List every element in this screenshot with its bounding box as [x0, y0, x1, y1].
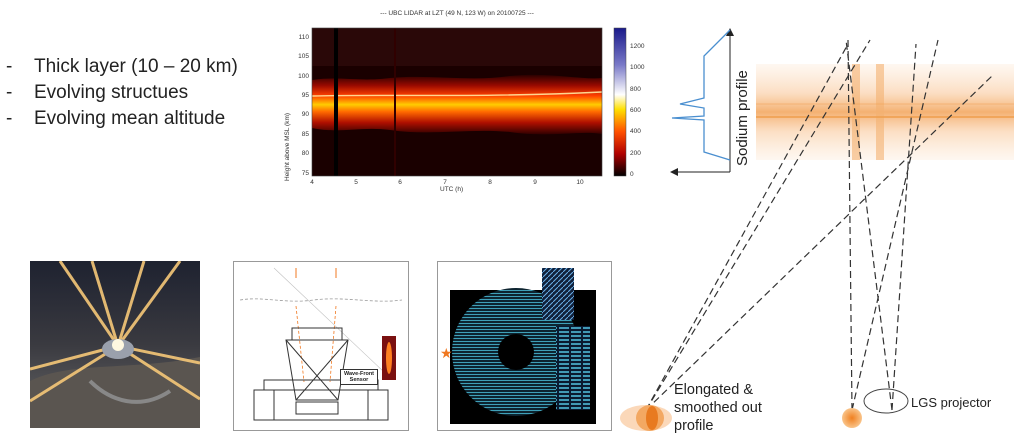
bullet-text: Evolving structues [34, 82, 189, 103]
telescope-wfs-diagram: Wave-Front Sensor [233, 261, 409, 431]
elongated-profile-label: Elongated & smoothed out profile [674, 382, 762, 434]
y-tick: 80 [302, 150, 310, 157]
bullet-text: Evolving mean altitude [34, 108, 226, 129]
x-tick: 6 [398, 179, 402, 186]
x-tick: 9 [533, 179, 537, 186]
x-tick: 5 [354, 179, 358, 186]
bullet-item: -Evolving mean altitude [6, 108, 226, 129]
lidar-title: --- UBC LIDAR at LZT (49 N, 123 W) on 20… [380, 10, 534, 17]
colorbar [613, 27, 627, 177]
bullet-item: -Thick layer (10 – 20 km) [6, 56, 238, 77]
laser-beams [645, 39, 993, 411]
colorbar-tick: 800 [630, 86, 641, 93]
bullet-item: -Evolving structues [6, 82, 189, 103]
x-tick: 8 [488, 179, 492, 186]
y-tick: 90 [302, 111, 310, 118]
y-tick: 105 [298, 53, 309, 60]
star-icon: ★ [440, 345, 453, 361]
colorbar-tick: 400 [630, 128, 641, 135]
lidar-plot: 110 105 100 95 90 85 80 75 4 5 6 7 8 9 1… [280, 6, 656, 196]
sodium-profile-curve [671, 29, 731, 161]
lgs-projector-ellipse [863, 388, 909, 414]
colorbar-tick: 600 [630, 107, 641, 114]
round-spot [842, 408, 862, 428]
colorbar-tick: 0 [630, 171, 634, 178]
wavefront-sensor-label: Wave-Front Sensor [340, 369, 378, 385]
observatory-lasers-image [29, 260, 201, 428]
x-tick: 10 [576, 179, 584, 186]
y-tick: 95 [302, 92, 310, 99]
bullet-text: Thick layer (10 – 20 km) [34, 56, 238, 77]
sodium-profile-plot [670, 28, 734, 176]
y-tick: 100 [298, 73, 309, 80]
lidar-y-label: Height above MSL (km) [284, 112, 291, 181]
y-tick: 85 [302, 131, 310, 138]
bullet-list: -Thick layer (10 – 20 km) -Evolving stru… [6, 54, 238, 132]
x-tick: 4 [310, 179, 314, 186]
lidar-plot-graphic: 110 105 100 95 90 85 80 75 4 5 6 7 8 9 1… [298, 27, 645, 186]
elongated-spot [620, 405, 672, 431]
lidar-x-label: UTC (h) [440, 186, 464, 193]
sodium-layer-band [756, 64, 1014, 160]
colorbar-tick: 200 [630, 150, 641, 157]
y-tick: 75 [302, 170, 310, 177]
sodium-profile-label: Sodium profile [734, 70, 751, 166]
lgs-projector-label: LGS projector [911, 395, 992, 410]
lgs-elongation-diagram [620, 28, 1014, 431]
x-tick: 7 [443, 179, 447, 186]
pupil-subaperture-image: ★ [437, 261, 612, 431]
y-tick: 110 [299, 34, 310, 41]
colorbar-tick: 1000 [630, 64, 645, 71]
colorbar-tick: 1200 [630, 43, 645, 50]
